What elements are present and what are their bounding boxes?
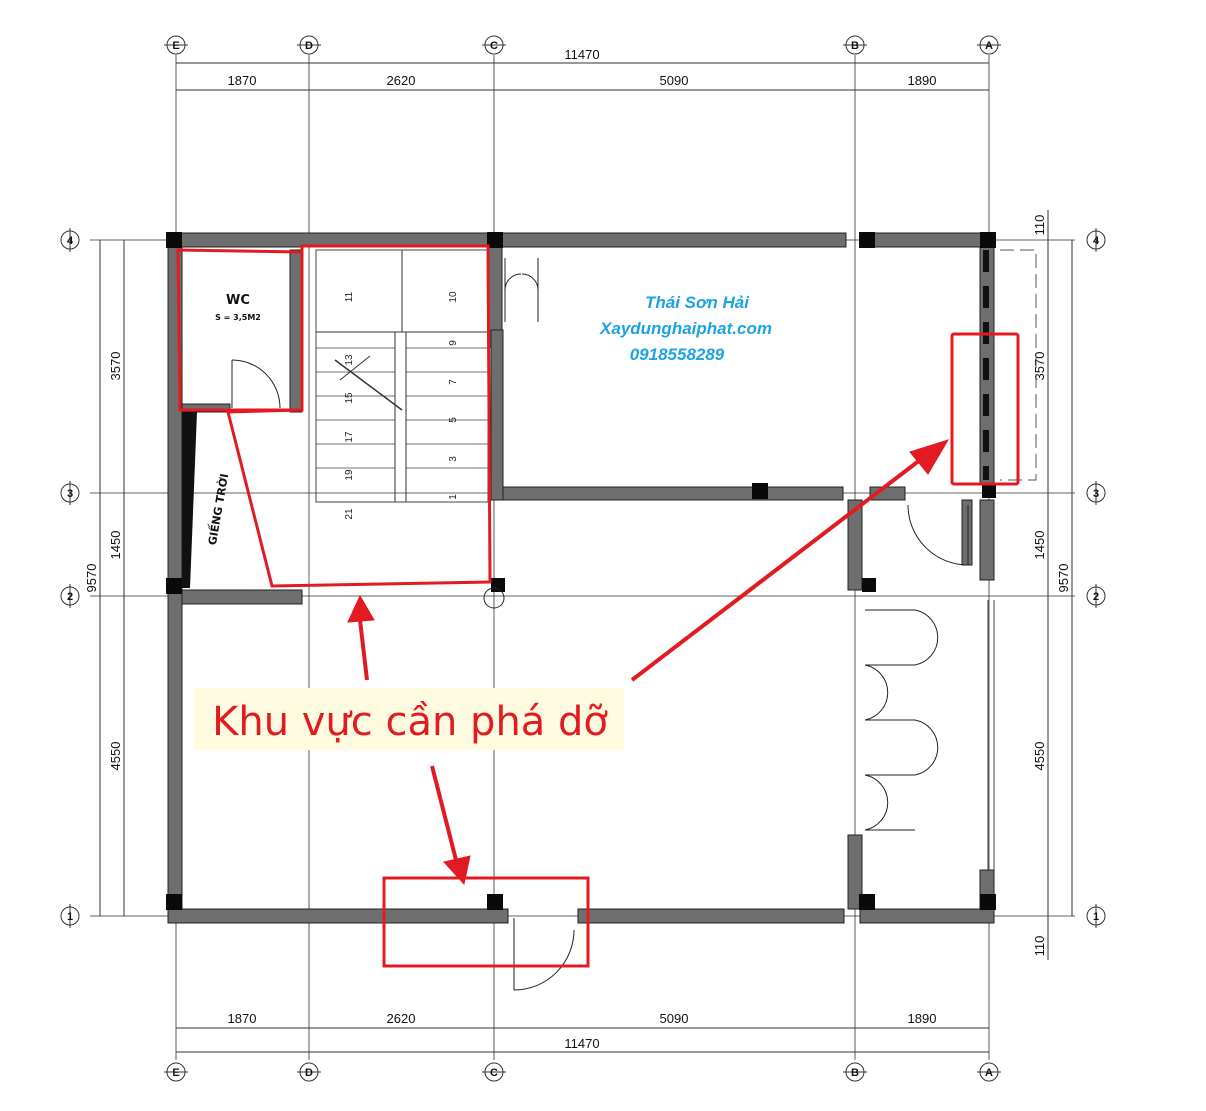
dim-bottom-4: 1890 [908, 1011, 937, 1026]
dim-top-total: 11470 [564, 47, 599, 62]
grid-bubble-a-bottom: A [977, 1062, 1001, 1082]
grid-bubble-2-right: 2 [1086, 584, 1106, 608]
grid-label-2-right: 2 [1093, 591, 1099, 603]
stair-num: 5 [448, 417, 459, 423]
grid-label-4-right: 4 [1093, 235, 1100, 247]
grid-label-a-top: A [985, 40, 993, 52]
arrow-to-window [630, 458, 922, 682]
stair-num: 17 [344, 431, 355, 443]
dim-right-offset-top: 110 [1032, 215, 1047, 236]
dim-bottom-total: 11470 [564, 1036, 599, 1051]
wc-area: S = 3,5M2 [215, 313, 261, 322]
grid-label-3-right: 3 [1093, 488, 1099, 500]
stair-num: 19 [344, 469, 355, 481]
arrow-to-stair [358, 619, 369, 681]
grid-bubble-3-left: 3 [60, 481, 80, 505]
watermark-site: Xaydunghaiphat.com [599, 319, 772, 338]
dim-bottom-3: 5090 [660, 1011, 689, 1026]
stair-num: 13 [344, 354, 355, 366]
demolition-zones [176, 244, 1020, 968]
callout-arrows [347, 439, 950, 886]
grid-label-1-right: 1 [1093, 911, 1099, 923]
grid-bubble-3-right: 3 [1086, 481, 1106, 505]
dim-left-1: 3570 [108, 352, 123, 381]
stair-num: 9 [448, 340, 459, 346]
dim-top-2: 2620 [387, 73, 416, 88]
grid-label-d-top: D [305, 40, 313, 52]
stair-numbers-left: 11 13 15 17 19 21 [344, 291, 355, 519]
grid-bubbles-columns: E D C B A E D C B A [164, 35, 1001, 1082]
grid-label-b-top: B [851, 40, 859, 52]
grid-bubble-1-right: 1 [1086, 904, 1106, 928]
dim-left-total: 9570 [84, 564, 99, 593]
grid-label-b-bottom: B [851, 1067, 859, 1079]
grid-bubble-4-left: 4 [60, 228, 80, 252]
grid-label-c-bottom: C [490, 1067, 498, 1079]
grid-bubble-2-left: 2 [60, 584, 80, 608]
dim-right-total: 9570 [1056, 564, 1071, 593]
dim-right-3: 4550 [1032, 742, 1047, 771]
stair-numbers-right: 10 9 7 5 3 1 [448, 291, 459, 500]
callout-text: Khu vực cần phá dỡ [212, 699, 608, 745]
dim-right-offset-bottom: 110 [1032, 936, 1047, 957]
dim-top-1: 1870 [228, 73, 257, 88]
skylight-label: GIẾNG TRỜI [204, 472, 231, 546]
grid-label-3-left: 3 [67, 488, 73, 500]
grid-label-d-bottom: D [305, 1067, 313, 1079]
callout-background [194, 688, 624, 750]
stair-num: 7 [448, 379, 459, 385]
grid-bubble-d-bottom: D [297, 1062, 321, 1082]
demolition-zone-window [950, 332, 1020, 486]
grid-bubbles-rows: 4 3 2 1 4 3 2 1 [60, 228, 1106, 928]
grid-label-a-bottom: A [985, 1067, 993, 1079]
stair-num: 1 [448, 494, 459, 500]
stair-num: 11 [344, 291, 355, 302]
grid-bubble-d-top: D [297, 35, 321, 55]
stair-num: 10 [448, 291, 459, 303]
grid-bubble-c-bottom: C [482, 1062, 506, 1082]
watermark-name: Thái Sơn Hải [645, 293, 750, 312]
watermark-phone: 0918558289 [630, 345, 725, 364]
staircase: 11 13 15 17 19 21 10 9 7 5 3 1 [315, 249, 489, 520]
demolition-zone-wc [176, 248, 304, 412]
wc-label: WC [226, 293, 250, 308]
dimensions-right: 110 3570 1450 4550 110 9570 [1032, 210, 1073, 960]
grid-bubble-e-bottom: E [164, 1062, 188, 1082]
grid-bubble-1-left: 1 [60, 904, 80, 928]
grid-label-e-bottom: E [172, 1067, 179, 1079]
column-marker [483, 587, 505, 609]
dim-top-3: 5090 [660, 73, 689, 88]
grid-bubble-b-bottom: B [843, 1062, 867, 1082]
dimensions-left: 3570 1450 4550 9570 [84, 240, 125, 916]
grid-bubble-e-top: E [164, 35, 188, 55]
dim-bottom-2: 2620 [387, 1011, 416, 1026]
grid-bubble-a-top: A [977, 35, 1001, 55]
grid-label-c-top: C [490, 40, 498, 52]
stair-num: 3 [448, 456, 459, 462]
skylight-wall [182, 412, 197, 588]
grid-bubble-c-top: C [482, 35, 506, 55]
grid-bubble-4-right: 4 [1086, 228, 1106, 252]
dim-left-2: 1450 [108, 531, 123, 560]
doors [231, 258, 969, 991]
stair-num: 21 [344, 508, 355, 520]
arrow-to-entrance [430, 765, 458, 861]
dim-right-2: 1450 [1032, 531, 1047, 560]
grid-label-4-left: 4 [67, 235, 74, 247]
grid-label-e-top: E [172, 40, 179, 52]
grid-bubble-b-top: B [843, 35, 867, 55]
dim-left-3: 4550 [108, 742, 123, 771]
grid-label-2-left: 2 [67, 591, 73, 603]
demolition-zone-entrance [382, 876, 590, 968]
dimensions-bottom: 1870 2620 5090 1890 11470 [176, 1011, 989, 1053]
dim-right-1: 3570 [1032, 352, 1047, 381]
dimensions-top: 11470 1870 2620 5090 1890 [176, 47, 989, 91]
dim-top-4: 1890 [908, 73, 937, 88]
demolition-zone-stair [226, 244, 492, 588]
stair-num: 15 [344, 392, 355, 404]
dim-bottom-1: 1870 [228, 1011, 257, 1026]
grid-label-1-left: 1 [67, 911, 73, 923]
